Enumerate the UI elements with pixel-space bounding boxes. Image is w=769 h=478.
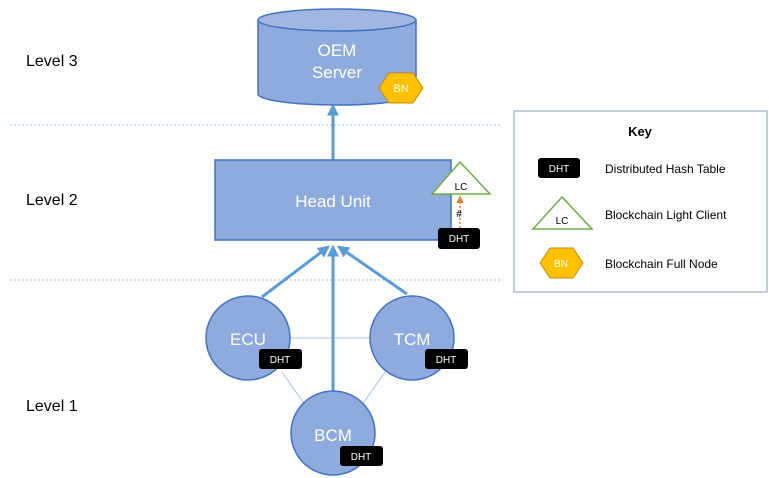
oem-server-bn-badge: BN [378, 72, 424, 104]
bn-hexagon-icon [539, 247, 584, 279]
oem-server-node: OEM Server BN [257, 8, 424, 106]
key-item-dht: DHT Distributed Hash Table [538, 158, 726, 178]
lc-triangle-icon [531, 195, 594, 230]
key-bn-label: Blockchain Full Node [605, 257, 718, 271]
key-lc-symbol: LC [556, 216, 569, 227]
key-dht-symbol: DHT [549, 164, 570, 175]
dht-badge-label: DHT [436, 355, 457, 366]
tcm-bcm-link [361, 371, 386, 406]
head-unit-lc-badge: LC [430, 160, 492, 195]
key-title: Key [628, 124, 653, 139]
head-unit-dht-badge: DHT [438, 228, 480, 249]
bcm-label: BCM [314, 426, 352, 445]
oem-server-label-line2: Server [312, 63, 362, 82]
dht-badge-box [538, 158, 580, 178]
level-1-label: Level 1 [26, 398, 78, 415]
ecu-label: ECU [230, 330, 266, 349]
bn-hexagon-icon [378, 72, 424, 104]
oem-server-cylinder-top [257, 8, 417, 32]
ecu-node: ECU DHT [205, 295, 302, 381]
bn-badge-label: BN [393, 83, 408, 95]
lc-badge-label: LC [455, 182, 468, 193]
dht-badge-box [340, 446, 383, 466]
key-item-lc: LC Blockchain Light Client [531, 195, 727, 230]
level-3-label: Level 3 [26, 53, 78, 70]
key-lc-label: Blockchain Light Client [605, 208, 727, 222]
mesh-connections [281, 337, 386, 406]
tcm-label: TCM [394, 330, 431, 349]
ecu-dht-badge: DHT [259, 349, 302, 369]
tcm-to-head-unit-arrow [337, 245, 408, 296]
tcm-dht-badge: DHT [425, 349, 468, 369]
oem-server-label-line1: OEM [318, 41, 357, 60]
bcm-node: BCM DHT [290, 390, 383, 476]
key-item-bn: BN Blockchain Full Node [539, 247, 718, 279]
lc-triangle-icon [430, 160, 492, 195]
dht-badge-label: DHT [351, 452, 372, 463]
head-unit-label: Head Unit [295, 192, 371, 211]
level-2-label: Level 2 [26, 192, 78, 209]
key-legend: Key DHT Distributed Hash Table LC Blockc… [513, 110, 768, 293]
dht-badge-label: DHT [449, 234, 470, 245]
ecu-to-head-unit-arrow [261, 245, 330, 299]
bcm-dht-badge: DHT [340, 446, 383, 466]
ecu-bcm-link [281, 371, 306, 406]
dht-badge-label: DHT [270, 355, 291, 366]
dht-badge-box [425, 349, 468, 369]
dht-badge-box [259, 349, 302, 369]
head-unit-node: Head Unit LC # DHT [214, 159, 492, 249]
uplinks [261, 103, 408, 400]
hash-symbol: # [456, 209, 462, 220]
tcm-node: TCM DHT [369, 295, 468, 381]
head-unit-box [214, 159, 452, 241]
dht-badge-box [438, 228, 480, 249]
key-dht-label: Distributed Hash Table [605, 162, 726, 176]
key-bn-symbol: BN [554, 259, 568, 270]
